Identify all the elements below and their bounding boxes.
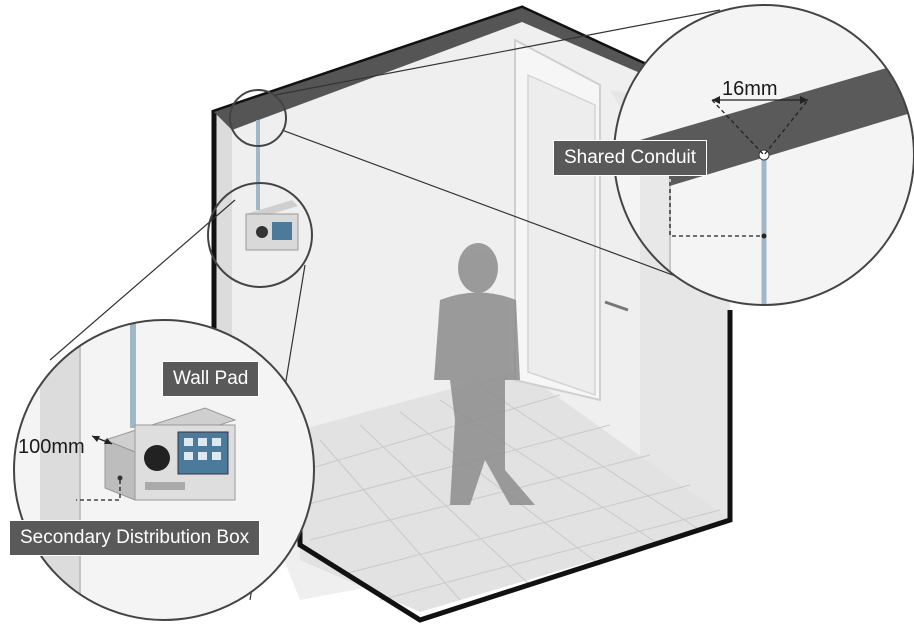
- wall-pad-small: [245, 200, 299, 251]
- shared-conduit-label: Shared Conduit: [554, 141, 707, 175]
- dimension-16mm-label: 16mm: [722, 78, 778, 100]
- secondary-distribution-box-label: Secondary Distribution Box: [10, 521, 260, 555]
- zoom-source-ceiling: [229, 89, 287, 147]
- wall-pad-label: Wall Pad: [163, 362, 259, 396]
- ceiling-band: [214, 8, 730, 130]
- door-panel: [527, 73, 596, 397]
- zoom-circle-conduit: [613, 4, 914, 306]
- dimension-100mm-label: 100mm: [18, 436, 85, 458]
- zoom-source-box: [207, 182, 313, 288]
- door-handle: [604, 300, 629, 312]
- person-silhouette: [434, 243, 535, 505]
